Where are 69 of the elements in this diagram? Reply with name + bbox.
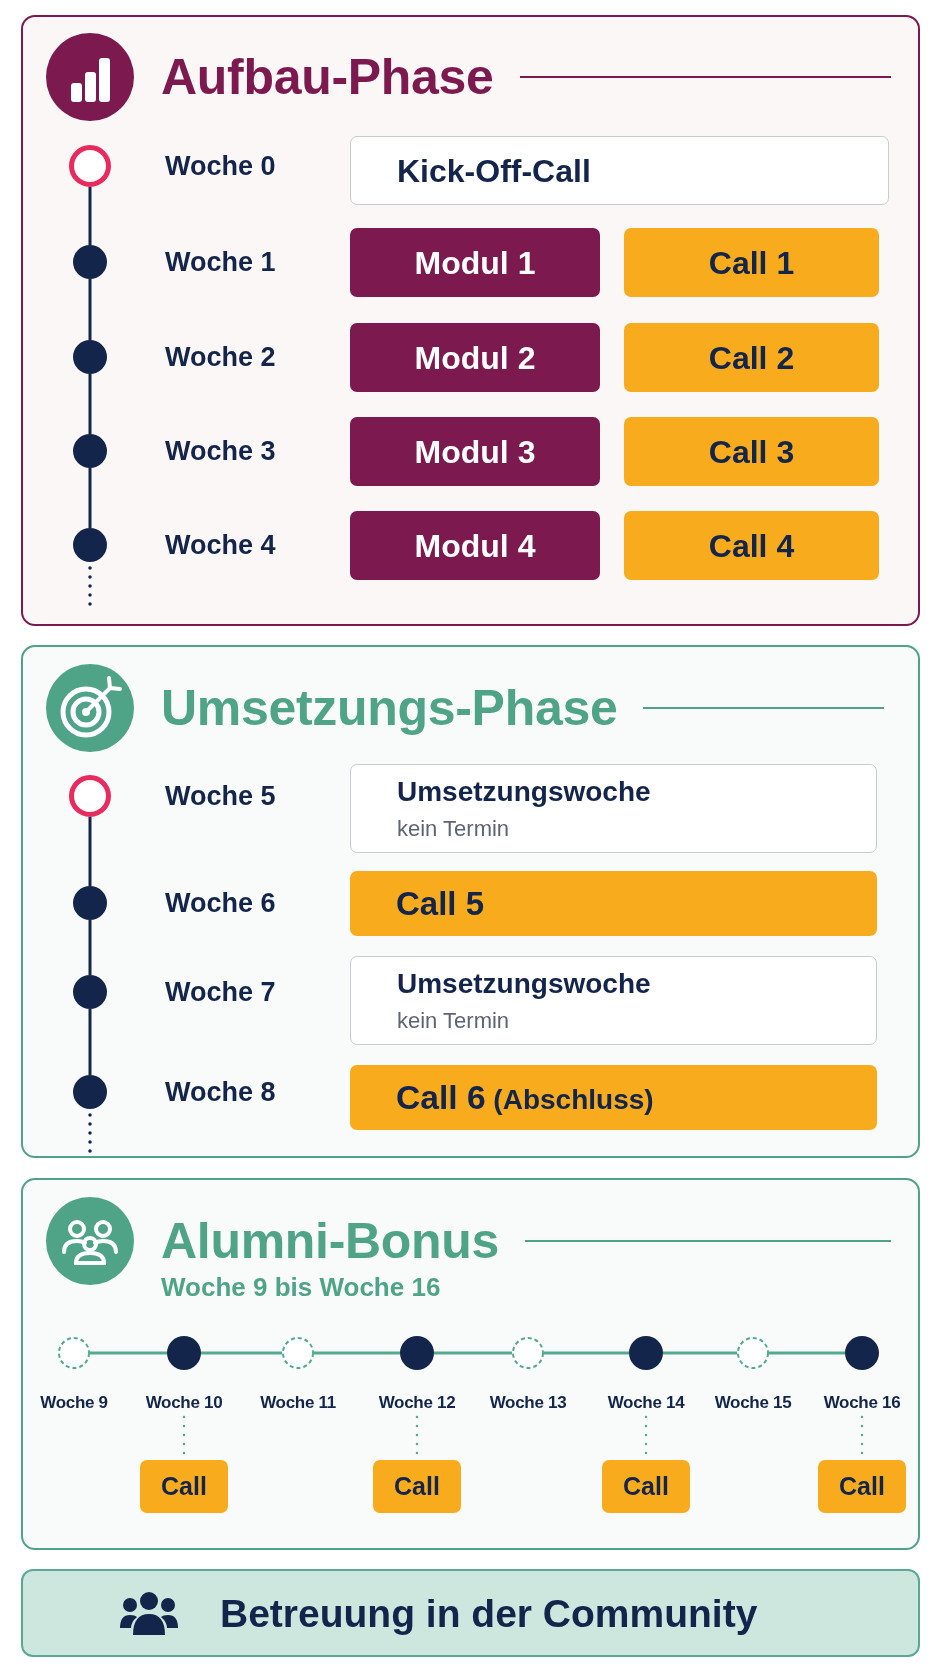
dashed-ring-icon <box>58 1337 90 1369</box>
week-label: Woche 16 <box>823 1394 901 1411</box>
week-label: Woche 7 <box>165 978 276 1006</box>
box-title: Umsetzungswoche <box>397 777 651 806</box>
dashed-ring-icon <box>512 1337 544 1369</box>
dashed-ring-icon <box>737 1337 769 1369</box>
module-box: Modul 3 <box>350 417 600 486</box>
call-box: Call 3 <box>624 417 879 486</box>
phase-panel <box>21 645 920 1158</box>
module-box: Modul 4 <box>350 511 600 580</box>
dashed-ring-icon <box>282 1337 314 1369</box>
timeline-line <box>88 279 92 340</box>
call-box: Call 1 <box>624 228 879 297</box>
week-label: Woche 14 <box>607 1394 685 1411</box>
dot-icon <box>629 1336 663 1370</box>
week-label: Woche 4 <box>165 531 276 559</box>
week-label: Woche 11 <box>260 1394 336 1411</box>
session-box <box>350 956 877 1045</box>
call-box: Call <box>818 1460 906 1513</box>
timeline-line <box>88 374 92 434</box>
timeline-line <box>663 1351 737 1355</box>
phase-title: Umsetzungs-Phase <box>161 683 618 733</box>
dot-icon <box>167 1336 201 1370</box>
call-box: Call 4 <box>624 511 879 580</box>
call-box: Call 6 (Abschluss) <box>350 1065 877 1130</box>
session-box <box>350 764 877 853</box>
week-label: Woche 5 <box>165 782 276 810</box>
week-label: Woche 2 <box>165 343 276 371</box>
week-label: Woche 8 <box>165 1078 276 1106</box>
call-box: Call 5 <box>350 871 877 936</box>
week-label: Woche 15 <box>714 1394 792 1411</box>
call-box: Call 2 <box>624 323 879 392</box>
week-label: Woche 0 <box>165 152 276 180</box>
week-label: Woche 1 <box>165 248 276 276</box>
dot-icon <box>845 1336 879 1370</box>
module-box: Modul 1 <box>350 228 600 297</box>
timeline-line <box>90 1351 167 1355</box>
phase-title: Alumni-Bonus <box>161 1216 500 1266</box>
dot-icon <box>400 1336 434 1370</box>
banner-text: Betreuung in der Community <box>220 1593 758 1633</box>
week-label: Woche 12 <box>378 1394 456 1411</box>
phase-title: Aufbau-Phase <box>161 52 494 102</box>
timeline-line <box>88 817 92 886</box>
week-label: Woche 9 <box>40 1394 108 1411</box>
week-label: Woche 6 <box>165 889 276 917</box>
community-banner <box>21 1569 920 1657</box>
timeline-line <box>314 1351 400 1355</box>
timeline-line <box>769 1351 845 1355</box>
call-box: Call <box>602 1460 690 1513</box>
timeline-line <box>88 187 92 245</box>
session-box: Kick-Off-Call <box>350 136 889 205</box>
module-box: Modul 2 <box>350 323 600 392</box>
timeline-line <box>201 1351 282 1355</box>
week-label: Woche 3 <box>165 437 276 465</box>
timeline-line <box>88 920 92 975</box>
timeline-line <box>544 1351 629 1355</box>
timeline-line <box>88 468 92 528</box>
phase-panel <box>21 15 920 626</box>
week-label: Woche 13 <box>489 1394 567 1411</box>
timeline-line <box>434 1351 512 1355</box>
week-label: Woche 10 <box>145 1394 223 1411</box>
phase-panel <box>21 1178 920 1550</box>
box-note: kein Termin <box>397 1009 510 1032</box>
timeline-line <box>88 1009 92 1075</box>
box-title: Umsetzungswoche <box>397 969 651 998</box>
call-box: Call <box>373 1460 461 1513</box>
call-box: Call <box>140 1460 228 1513</box>
box-note: kein Termin <box>397 817 510 840</box>
phase-subtitle: Woche 9 bis Woche 16 <box>161 1274 441 1300</box>
